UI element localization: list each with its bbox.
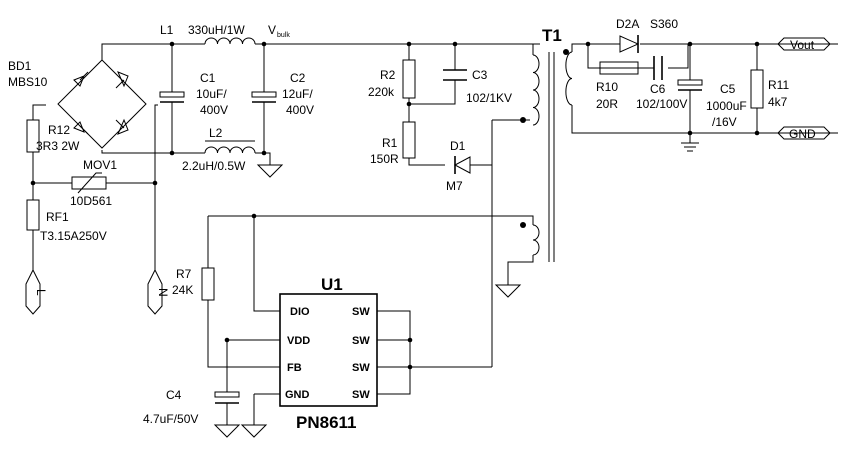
wires [32,43,838,425]
gnd-port: GND [777,126,831,141]
neutral-connector: N [147,268,170,315]
c2-value2: 400V [286,103,314,117]
capacitor-c1: C1 10uF/ 400V [159,71,228,117]
c1-ref: C1 [200,71,216,85]
ground-symbol-l2 [256,164,284,178]
vbulk-label: V [268,23,276,37]
c2-ref: C2 [290,71,306,85]
c1-value1: 10uF/ [196,87,227,101]
c6-ref: C6 [650,82,666,96]
rf1-value: T3.15A250V [40,229,107,243]
vout-label: Vout [790,38,815,52]
inductor-l2: L2 2.2uH/0.5W [182,126,256,173]
t1-ref: T1 [542,26,562,45]
c3-ref: C3 [472,68,488,82]
capacitor-c3: C3 102/1KV [443,68,512,105]
c2-value1: 12uF/ [282,87,313,101]
d2-part: S360 [650,17,678,31]
u1-pin-sw2: SW [352,335,370,347]
c4-value: 4.7uF/50V [143,412,198,426]
bd1-part: MBS10 [8,75,48,89]
r12-value: 3R3 2W [36,139,80,153]
vout-port: Vout [777,37,831,52]
transformer-t1: T1 [520,26,573,262]
fuse-rf1: RF1 T3.15A250V [26,199,107,243]
resistor-r2: R2 220k [368,59,416,99]
c4-ref: C4 [166,388,182,402]
u1-pin-fb: FB [287,362,302,374]
ground-symbol-c4 [213,424,241,438]
r10-value: 20R [596,97,618,111]
l1-value: 330uH/1W [188,23,245,37]
ground-symbol-aux [494,284,522,298]
r11-value: 4k7 [768,95,788,109]
r7-ref: R7 [176,267,192,281]
c6-value: 102/100V [636,97,687,111]
c5-ref: C5 [720,82,736,96]
line-label: L [34,289,48,296]
resistor-r1: R1 150R [370,121,416,166]
ic-u1: U1 PN8611 DIO VDD FB GND SW SW SW SW [279,275,378,432]
diode-d1: D1 M7 [446,139,471,193]
d1-ref: D1 [450,139,466,153]
ground-symbol-u1 [240,424,268,438]
r10-ref: R10 [596,80,618,94]
r1-ref: R1 [382,136,398,150]
mov1-value: 10D561 [70,194,112,208]
u1-pin-sw3: SW [352,362,370,374]
diode-d2a: D2A S360 [616,17,678,53]
r11-ref: R11 [768,78,789,92]
capacitor-c6: C6 102/100V [636,56,687,111]
inductor-l1: L1 330uH/1W V bulk [160,23,290,45]
gnd-label: GND [789,127,816,141]
u1-pin-gnd: GND [285,389,310,401]
d1-part: M7 [446,179,463,193]
bd1-ref: BD1 [8,59,32,73]
l2-ref: L2 [209,126,223,140]
resistor-r12: R12 3R3 2W [26,119,80,153]
earth-ground-symbol [681,142,699,152]
l2-value: 2.2uH/0.5W [182,159,246,173]
u1-pin-sw1: SW [352,306,370,318]
c3-value: 102/1KV [466,91,512,105]
r1-value: 150R [370,152,399,166]
resistor-r10: R10 20R [596,61,639,111]
resistor-r7: R7 24K [172,267,215,301]
r12-ref: R12 [48,123,70,137]
c5-value2: /16V [712,115,737,129]
r7-value: 24K [172,283,193,297]
c1-value2: 400V [200,103,228,117]
u1-pin-dio: DIO [290,306,310,318]
c5-value1: 1000uF [706,99,747,113]
u1-pin-sw4: SW [352,389,370,401]
varistor-mov1: MOV1 10D561 [70,158,117,208]
neutral-label: N [156,288,170,297]
u1-part: PN8611 [296,413,357,432]
line-connector: L [25,268,48,315]
r2-ref: R2 [380,68,396,82]
r2-value: 220k [368,85,395,99]
junction-dots [30,41,760,370]
capacitor-c5: C5 1000uF /16V [677,79,747,129]
bridge-rectifier-bd1: BD1 MBS10 [8,59,147,149]
l1-ref: L1 [160,23,174,37]
d2-ref: D2A [616,17,639,31]
resistor-r11: R11 4k7 [750,69,789,109]
rf1-ref: RF1 [46,210,69,224]
capacitor-c2: C2 12uF/ 400V [251,71,314,117]
u1-pin-vdd: VDD [287,335,310,347]
vbulk-sub: bulk [277,32,290,39]
capacitor-c4: C4 4.7uF/50V [143,388,240,426]
mov1-ref: MOV1 [83,158,117,172]
u1-ref: U1 [321,275,343,294]
